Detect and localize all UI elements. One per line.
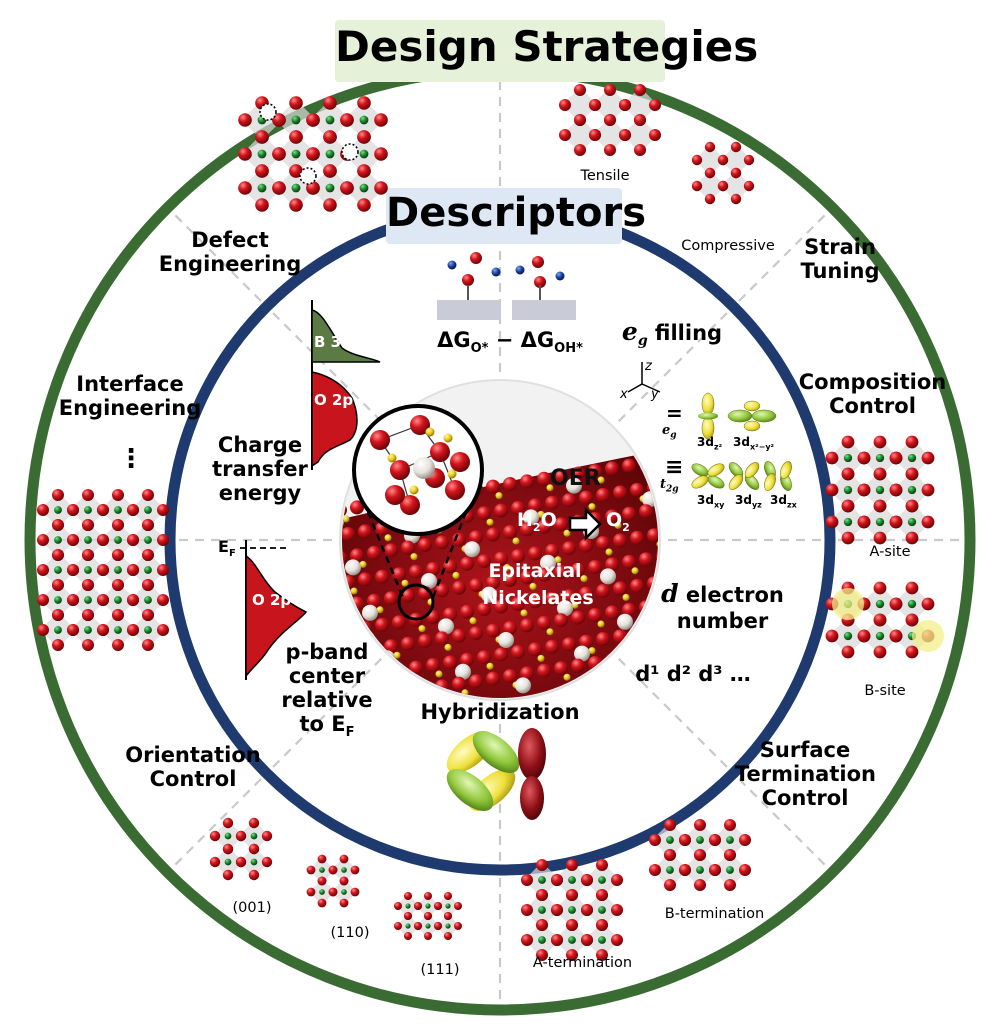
label-ef: EF [218,537,236,560]
label-p-band-center: p-band center relative to EF [281,640,373,741]
label-111: (111) [420,962,460,978]
label-a-termination: A-termination [532,955,633,971]
label-orbital-zx: 3dzx [770,493,797,510]
label-strain-tuning: Strain Tuning [800,235,880,284]
label-b-site: B-site [864,683,906,699]
label-a-site: A-site [869,544,911,560]
label-orientation-control: Orientation Control [125,743,261,792]
label-d-electron-number: d electron number [661,579,784,633]
label-delta-g: ΔGO* − ΔGOH* [437,328,583,357]
descriptors-title: Descriptors [386,190,647,236]
o2p-peak [311,371,358,468]
label-epitaxial: Epitaxial [488,560,582,582]
label-interface-engineering: Interface Engineering [58,372,202,421]
label-axis-y: y [651,387,659,402]
label-110: (110) [330,925,370,941]
label-h2o: H2O [517,509,557,534]
label-nickelates: Nickelates [482,587,594,609]
label-oer: OER [550,466,601,491]
label-orbital-x2y2: 3dx²−y² [733,435,775,452]
label-o2p-2: O 2p [252,591,292,609]
label-t2g-orbitals: t2g [660,477,679,495]
label-composition-control: Composition Control [798,370,947,419]
label-d-series: d¹ d² d³ … [635,662,751,686]
label-001: (001) [232,900,272,916]
label-ellipsis: ⋮ [118,444,144,474]
label-b3d: B 3d [314,333,352,351]
title-banner-bg [335,20,665,82]
label-orbital-xy: 3dxy [697,493,725,510]
b3d-peak [311,309,381,363]
label-orbital-z2: 3dz² [697,435,723,452]
label-o2: O2 [606,509,630,534]
label-surface-termination-control: Surface Termination Control [735,738,876,811]
label-o2p: O 2p [314,391,354,409]
descriptors-banner-bg [386,188,622,244]
label-hybridization: Hybridization [420,700,580,724]
label-axis-x: x [620,387,628,402]
label-charge-transfer: Charge transfer energy [212,433,308,506]
label-eg-filling: eg filling [621,317,723,350]
o2p-peak-2 [245,554,308,679]
label-orbital-yz: 3dyz [735,493,762,510]
label-equals: = [666,401,683,425]
label-compressive: Compressive [681,238,775,254]
label-equiv: ≡ [665,455,684,480]
label-axis-z: z [645,359,652,374]
label-b-termination: B-termination [664,906,765,922]
label-tensile: Tensile [580,168,630,184]
label-eg-orbitals: eg [662,423,677,441]
hybridization-orbitals [446,728,546,820]
main-title: Design Strategies [335,22,759,71]
label-defect-engineering: Defect Engineering [158,228,302,277]
